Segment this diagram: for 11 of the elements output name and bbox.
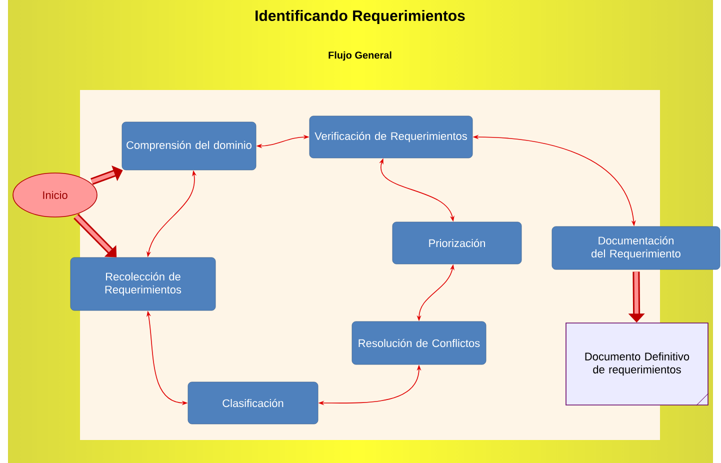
process-box: Documentación del Requerimiento — [552, 226, 720, 270]
process-box: Clasificación — [188, 382, 318, 424]
subtitle: Flujo General — [328, 51, 392, 61]
process-box: Resolución de Conflictos — [352, 321, 486, 365]
process-box: Comprensión del dominio — [122, 122, 256, 170]
block-arrow — [74, 214, 117, 258]
document-note: Documento Definitivo de requerimientos — [566, 322, 709, 406]
title: Identificando Requerimientos — [256, 10, 465, 24]
process-box: Verificación de Requerimientos — [309, 116, 473, 158]
process-box: Recolección de Requerimientos — [70, 257, 216, 311]
process-box: Priorización — [392, 222, 522, 264]
